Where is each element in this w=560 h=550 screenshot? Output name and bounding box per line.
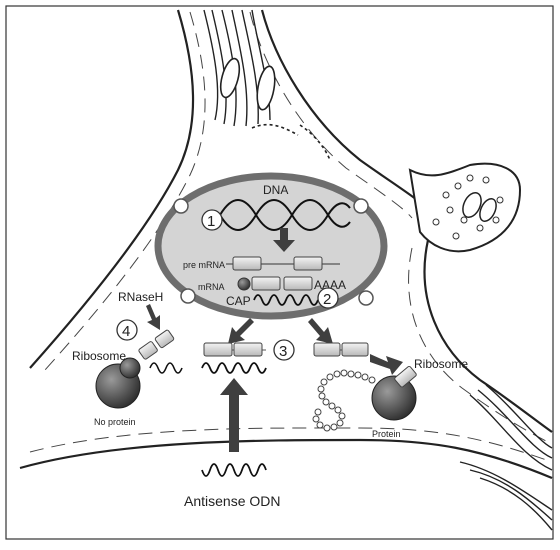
no-protein-label: No protein [94, 417, 136, 427]
dna-label: DNA [263, 183, 288, 197]
mrna-cap [238, 278, 250, 290]
cyto-mrna-exon-1 [314, 343, 340, 356]
step-1-number: 1 [207, 213, 215, 230]
mrna-exon-2 [284, 277, 312, 290]
protein-label: Protein [372, 429, 401, 439]
ribosome-right-large [372, 376, 416, 420]
cyto-mrna-exon-2 [342, 343, 368, 356]
pre-mrna-exon-2 [294, 257, 322, 270]
step-2-number: 2 [323, 291, 331, 308]
pre-mrna-label: pre mRNA [183, 260, 225, 270]
hybrid-exon-1 [204, 343, 232, 356]
hybrid-exon-2 [234, 343, 262, 356]
cap-label: CAP [226, 294, 251, 308]
mrna-exon-1 [252, 277, 280, 290]
step-4-number: 4 [122, 323, 130, 340]
rnaseh-label: RNaseH [118, 290, 163, 304]
pre-mrna-exon-1 [233, 257, 261, 270]
mrna-label: mRNA [198, 282, 225, 292]
ribosome-left-small [120, 358, 140, 378]
step-3-number: 3 [279, 343, 287, 360]
nucleus: DNA 1 pre mRNA mRNA AAAA CAP 2 [158, 176, 384, 316]
ribosome-left-label: Ribosome [72, 349, 126, 363]
antisense-odn-label: Antisense ODN [184, 493, 280, 509]
ribosome-right-label: Ribosome [414, 357, 468, 371]
